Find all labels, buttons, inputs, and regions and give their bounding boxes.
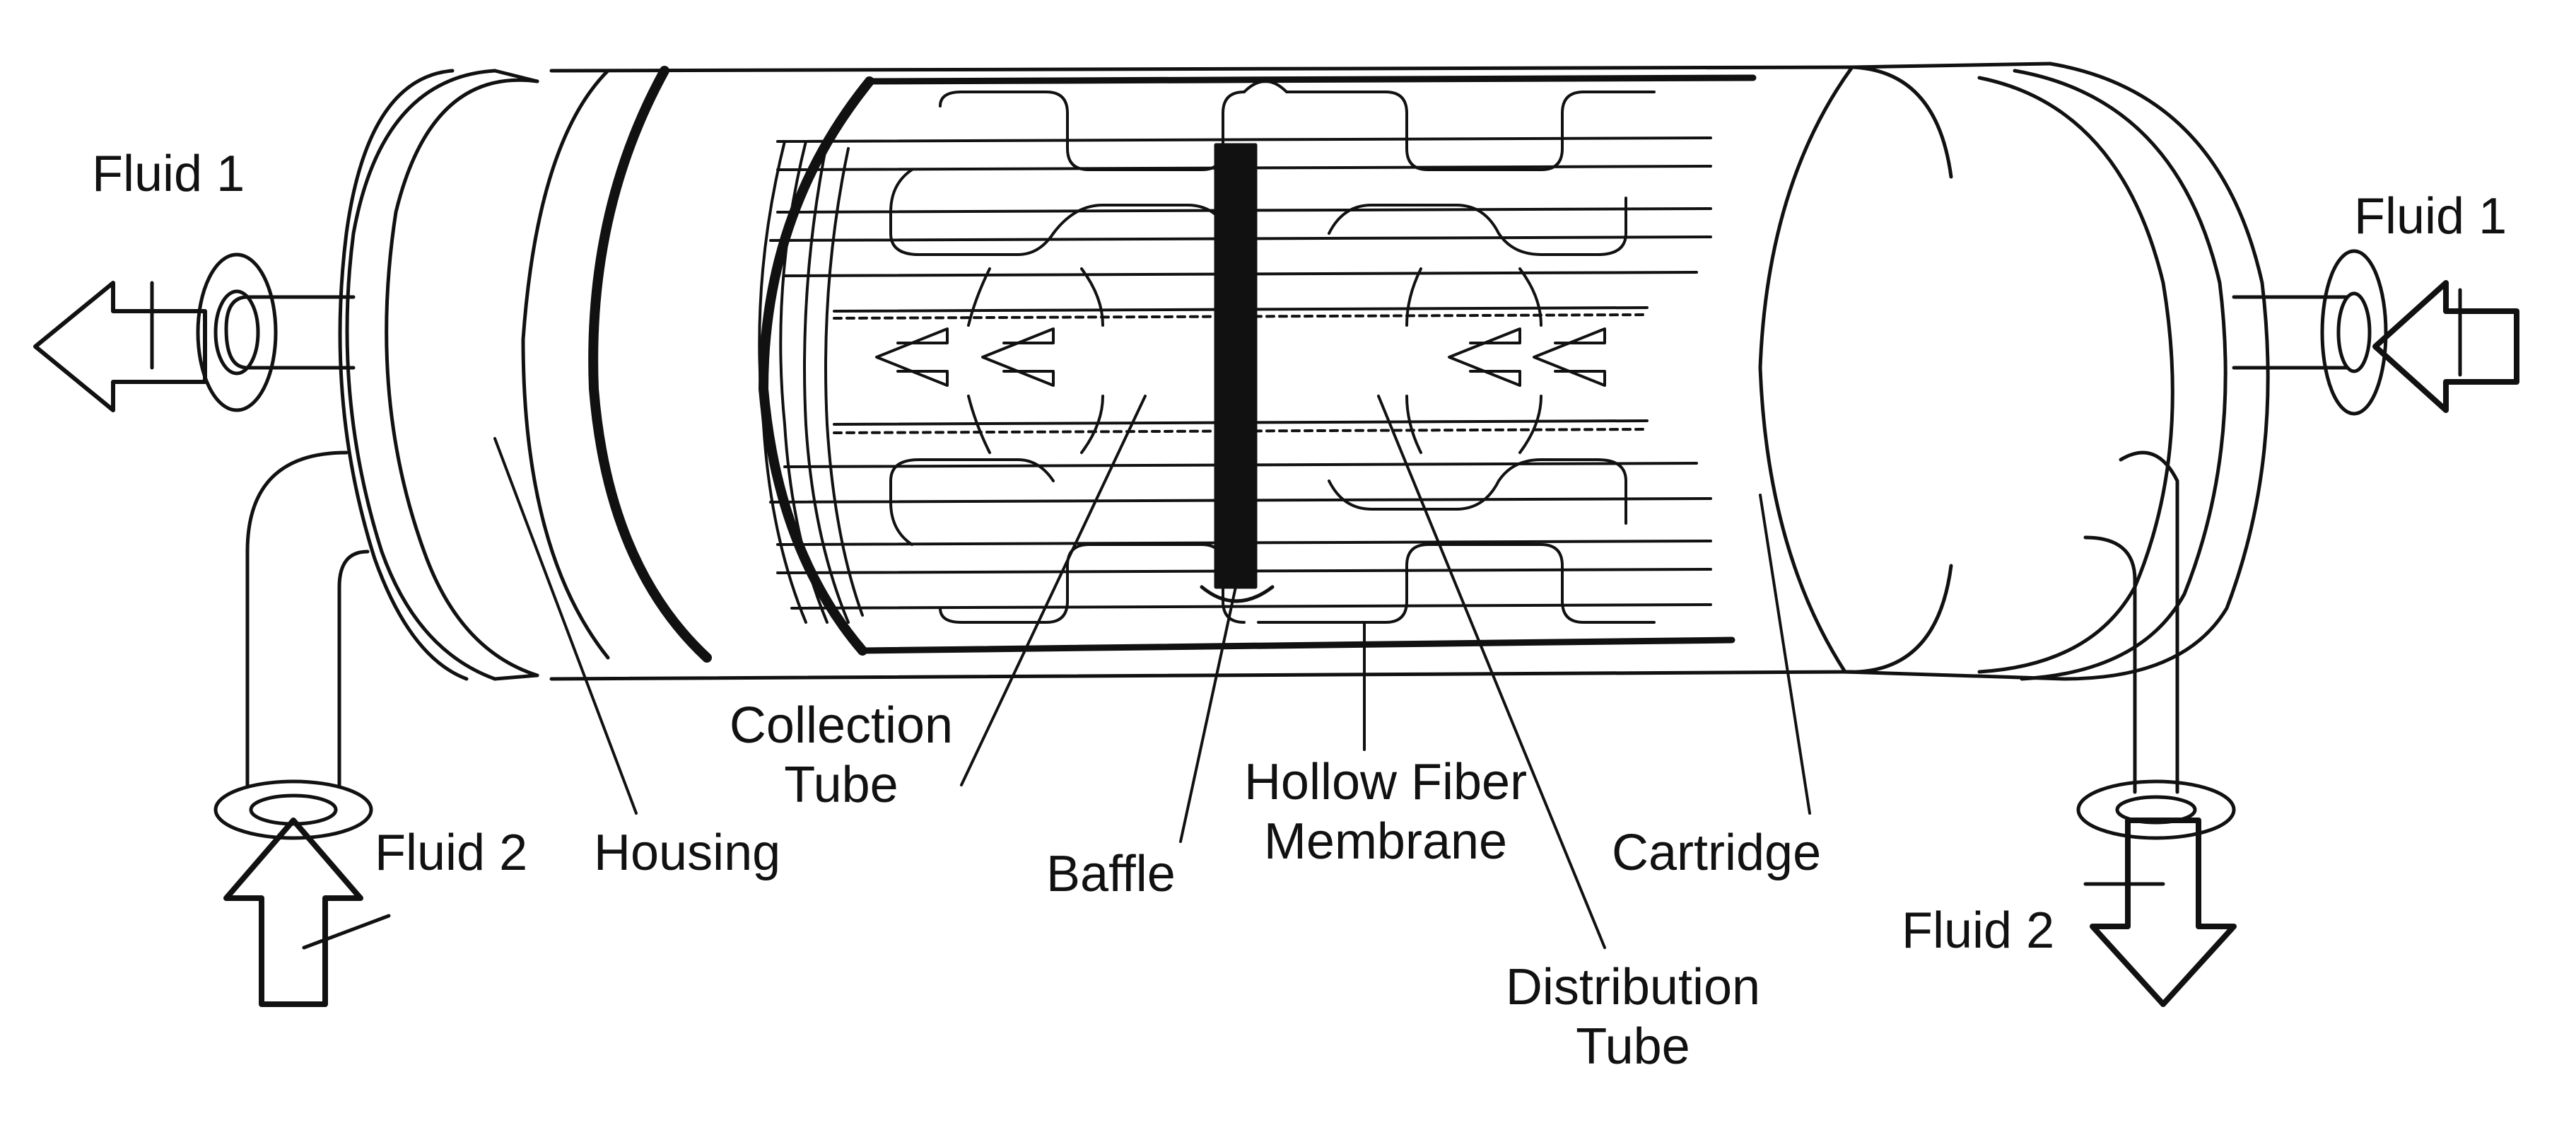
label-hollow-fiber-line2: Membrane (1263, 813, 1508, 870)
label-collection-tube: Collection Tube (693, 700, 990, 810)
cutaway-edge (759, 74, 1757, 656)
label-collection-tube-line2: Tube (784, 757, 898, 813)
leader-collection-tube (960, 395, 1147, 786)
cartridge-right (1758, 65, 1953, 674)
right-fluid2-arrow (2083, 818, 2237, 1007)
leader-baffle (1179, 586, 1237, 843)
leader-cartridge (1759, 494, 1811, 815)
leader-lines (493, 395, 1811, 949)
label-collection-tube-line1: Collection (729, 697, 954, 754)
left-fluid2-arrow (223, 818, 391, 1007)
label-fluid1-right: Fluid 1 (2354, 188, 2507, 245)
label-housing: Housing (594, 825, 781, 881)
label-hollow-fiber-membrane: Hollow Fiber Membrane (1195, 757, 1576, 867)
label-hollow-fiber-line1: Hollow Fiber (1243, 754, 1528, 810)
housing-shell (549, 65, 1854, 681)
right-end-cap (1843, 62, 2270, 681)
leader-distribution-tube (1377, 395, 1606, 949)
right-fluid1-inlet-pipe (2232, 249, 2388, 416)
label-distribution-tube: Distribution Tube (1470, 962, 1796, 1072)
left-fluid1-outlet-pipe (196, 252, 356, 412)
label-fluid1-left: Fluid 1 (92, 146, 245, 202)
leader-housing (493, 437, 638, 815)
right-fluid1-arrow (2372, 280, 2519, 413)
label-fluid2-right: Fluid 2 (1902, 902, 2055, 959)
left-end-cap (338, 69, 610, 681)
label-cartridge: Cartridge (1612, 825, 1822, 881)
label-distribution-tube-line2: Tube (1576, 1018, 1690, 1075)
left-fluid1-arrow (33, 281, 207, 412)
left-fluid2-inlet-pipe (213, 450, 373, 840)
label-distribution-tube-line1: Distribution (1505, 959, 1761, 1016)
central-flow-arrows (875, 327, 1606, 387)
label-baffle: Baffle (1046, 846, 1176, 902)
label-fluid2-left: Fluid 2 (375, 825, 528, 881)
